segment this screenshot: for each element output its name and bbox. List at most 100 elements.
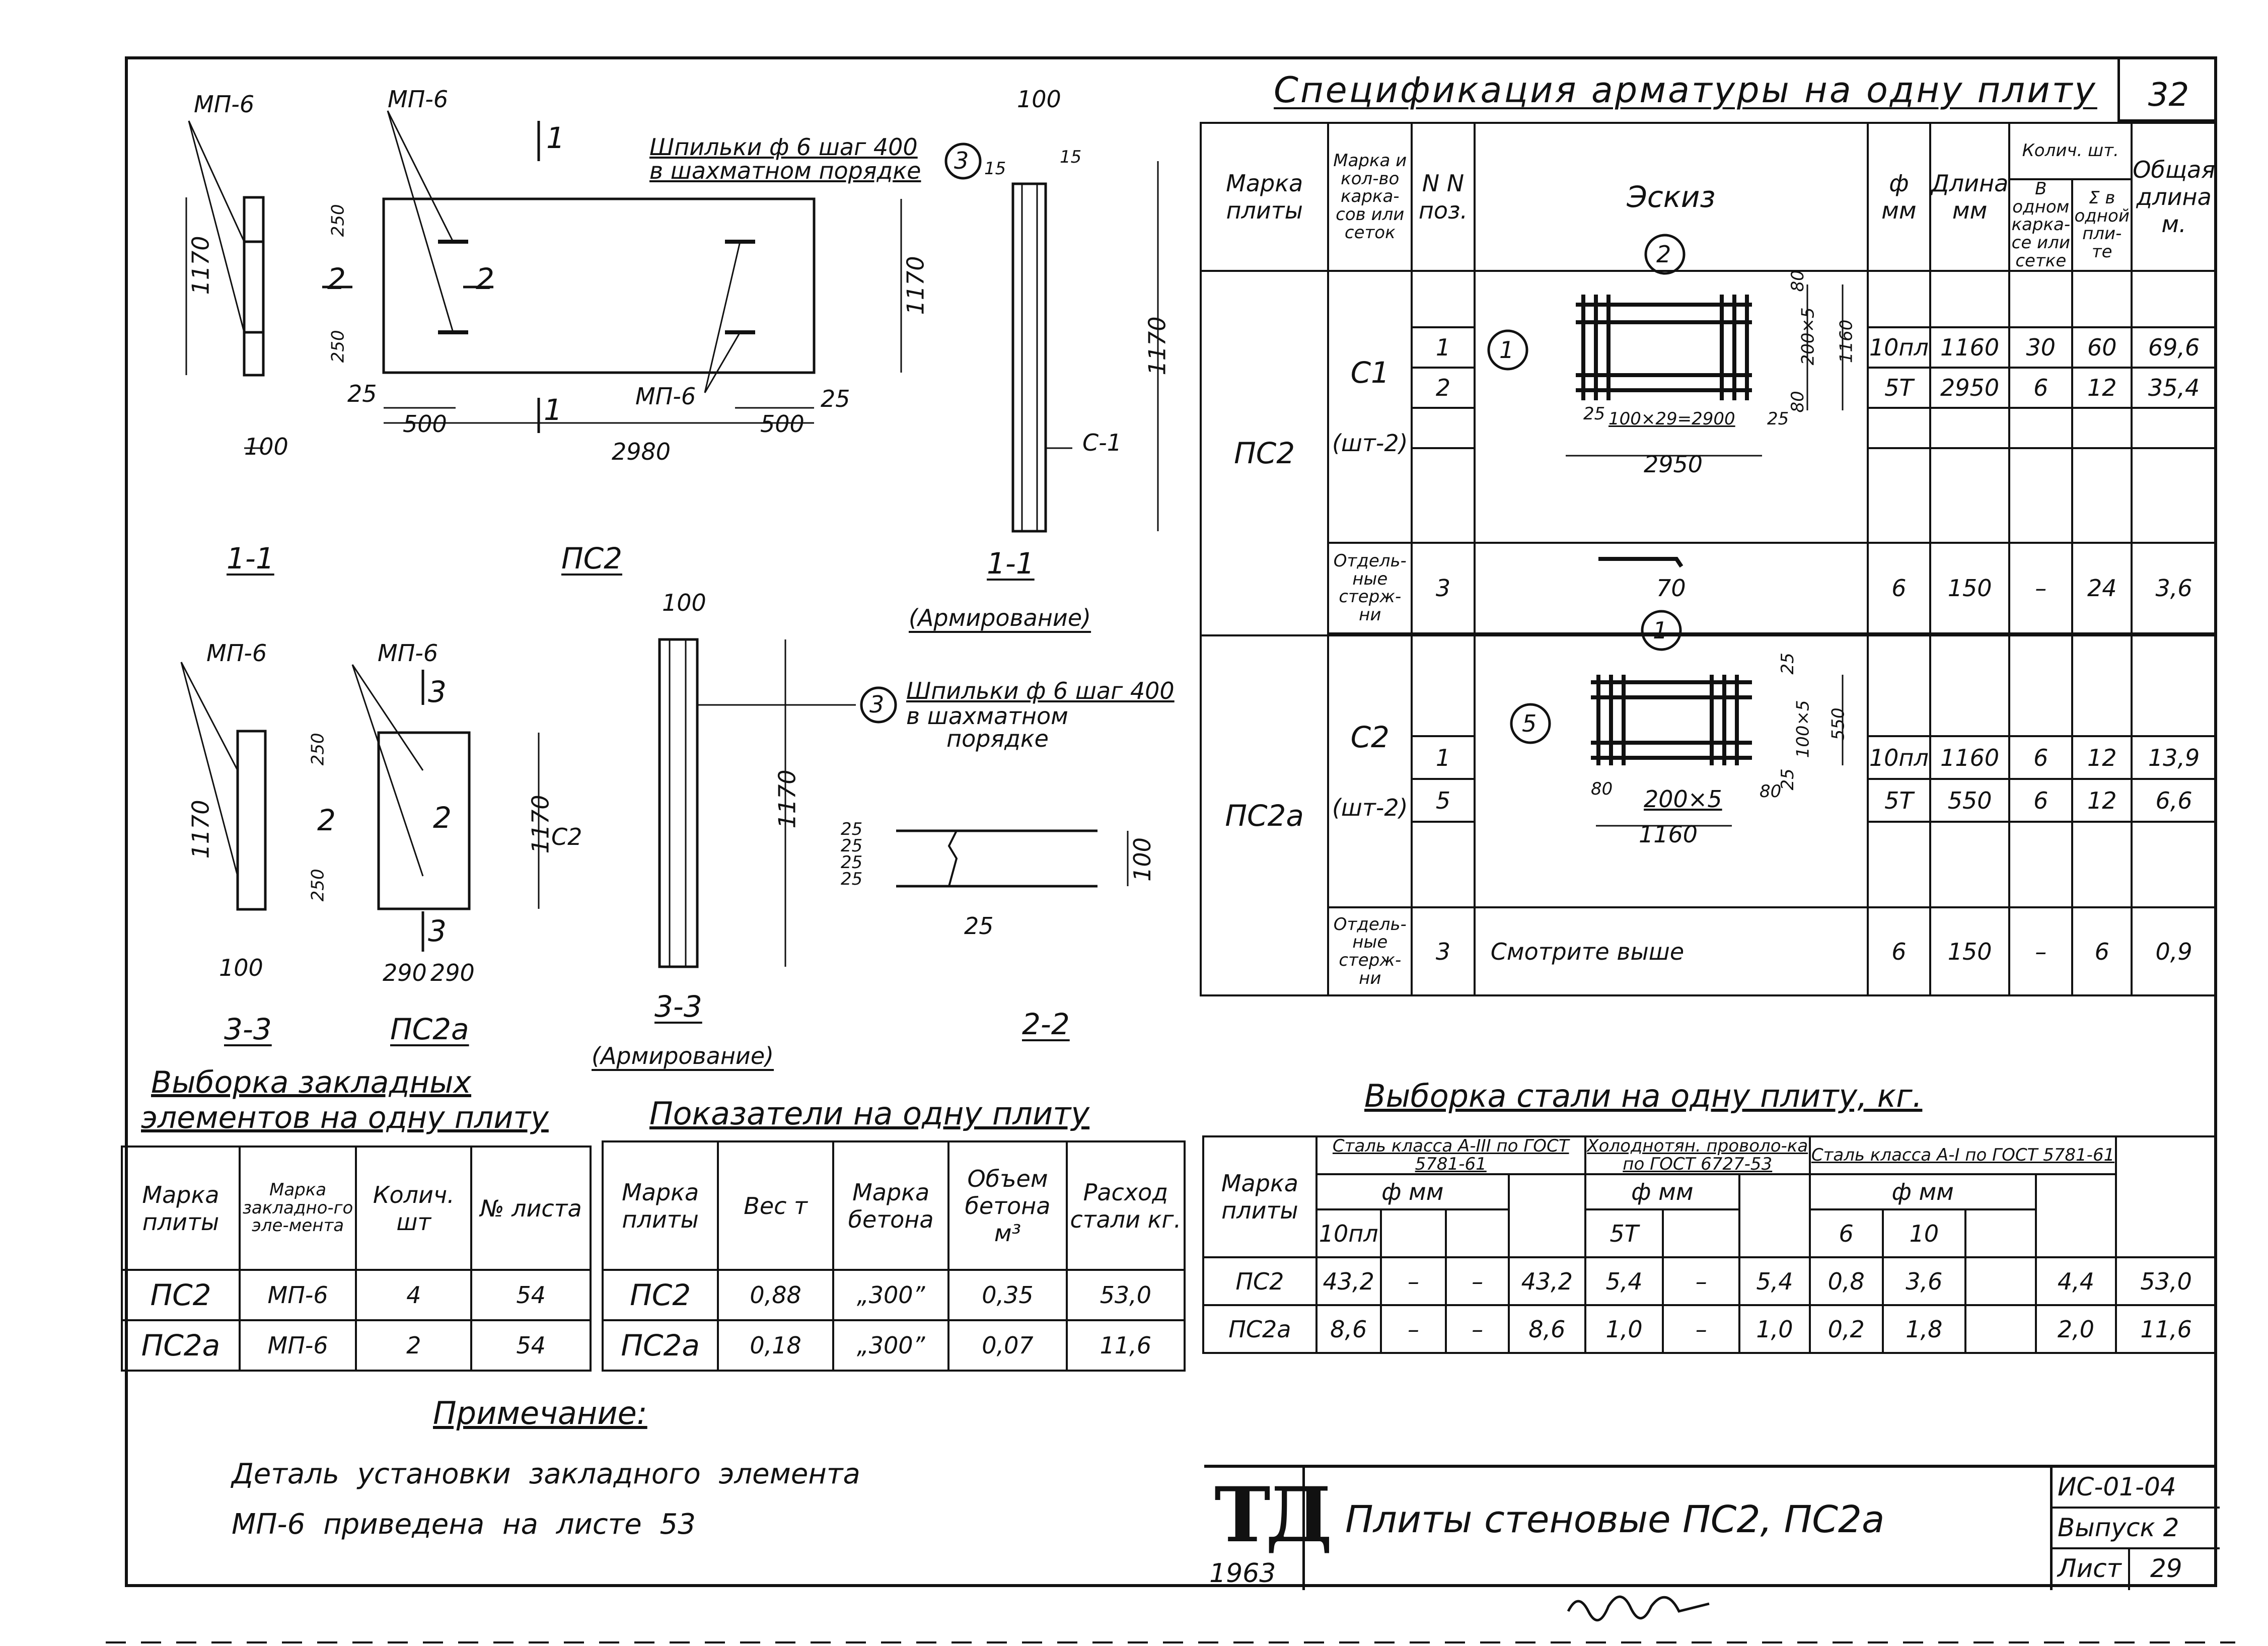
dim-500-b: 500 — [760, 410, 804, 438]
dim-100-b: 100 — [1017, 86, 1061, 113]
steel-sub: 5Т — [1584, 1208, 1664, 1259]
steel-title: Выборка стали на одну плиту, кг. — [1364, 1078, 1923, 1114]
c1-dim-200: 200×5 — [1798, 307, 1818, 366]
spec-sketch-c2 — [1473, 634, 1869, 909]
ind-cell: 0,35 — [947, 1269, 1068, 1321]
stamp-sheet-label: Лист — [2058, 1554, 2121, 1583]
spec-row-total: 35,4 — [2131, 367, 2217, 409]
ind-cell: ПС2 — [601, 1269, 719, 1321]
c1-circ-top: 2 — [1656, 241, 1671, 268]
steel-cell: – — [1379, 1256, 1447, 1307]
title-stamp: ТД 1963 Плиты стеновые ПС2, ПС2а ИС-01-0… — [1204, 1465, 2220, 1590]
steel-cell: 5,4 — [1738, 1256, 1811, 1307]
spec-otdel-v2: 24 — [2071, 542, 2133, 635]
dim-500-a: 500 — [403, 410, 447, 438]
view-pc2a: ПС2а — [390, 1012, 469, 1046]
spec-row-pos: 2 — [1411, 367, 1476, 409]
plan-pc2a-rect — [377, 731, 471, 910]
sheet-number: 32 — [2148, 77, 2189, 114]
dim-250-b: 250 — [328, 330, 348, 363]
spec-otdel2-v2: 6 — [2071, 906, 2133, 997]
c1-dim-overall: 2950 — [1644, 451, 1703, 478]
spilki-note-1b: в шахматном порядке — [649, 157, 921, 184]
steel-cell: 2,0 — [2034, 1304, 2117, 1354]
label-mp6-b: МП-6 — [388, 86, 449, 113]
c2-label: С2 — [551, 823, 582, 850]
view-pc2: ПС2 — [561, 541, 623, 576]
spec-karkas-c2-name: С2 — [1350, 720, 1389, 755]
stamp-title: Плиты стеновые ПС2, ПС2а — [1345, 1498, 1885, 1541]
c1-circ-left: 1 — [1499, 336, 1514, 364]
section-1-1-arm — [1011, 182, 1047, 533]
steel-cell: – — [1662, 1256, 1741, 1307]
stamp-logo: ТД 1963 — [1204, 1468, 1333, 1590]
spec-h-total: Общая длина м. — [2131, 121, 2217, 272]
spec-row-pos: 5 — [1411, 778, 1476, 823]
c2-dim-25b: 25 — [1777, 768, 1798, 791]
dim-250-c: 250 — [308, 733, 328, 766]
sec2-l: 2 — [317, 803, 336, 837]
dim-25-a: 25 — [347, 380, 377, 407]
dim-1170-c: 1170 — [1143, 316, 1171, 376]
steel-cell — [1964, 1304, 2037, 1354]
steel-table: Марка плиты Сталь класса А-III по ГОСТ 5… — [1202, 1135, 2217, 1354]
steel-cell: 53,0 — [2115, 1256, 2217, 1307]
spec-row-phi: 10пл — [1866, 326, 1931, 369]
side-view-rect — [243, 196, 265, 377]
spec-row-v1: 6 — [2008, 735, 2074, 780]
spec-otdel-pos: 3 — [1411, 542, 1476, 635]
dim-25-c: 25 — [964, 912, 994, 940]
spec-row-len: 1160 — [1929, 735, 2011, 780]
dim-25-stack-0: 25 — [841, 819, 863, 839]
dim-15-b: 15 — [984, 159, 1006, 179]
stamp-sheet-no: 29 — [2128, 1549, 2182, 1590]
spec-h-eskiz: Эскиз — [1473, 121, 1869, 272]
embedded-title-1: Выборка закладных — [151, 1065, 472, 1100]
steel-h-phi-3: ф мм — [1808, 1173, 2037, 1211]
spec-otdel2-total: 0,9 — [2131, 906, 2217, 997]
spec-row-total: 6,6 — [2131, 778, 2217, 823]
emb-h-2: Колич. шт — [355, 1146, 473, 1271]
spec-h-len: Длина мм — [1929, 121, 2011, 272]
spec-karkas-c1: С1(шт-2) — [1327, 270, 1413, 544]
steel-cell: 8,6 — [1507, 1304, 1586, 1354]
emb-cell: 54 — [470, 1269, 592, 1321]
spec-h-phi: ф мм — [1866, 121, 1931, 272]
c1-dim-inner: 100×29=2900 — [1608, 409, 1735, 429]
spec-karkas-c1-name: С1 — [1350, 355, 1389, 390]
steel-sub: 10пл — [1315, 1208, 1382, 1259]
emb-cell: 4 — [355, 1269, 473, 1321]
spec-row-phi: 5Т — [1866, 778, 1931, 823]
steel-cell: 4,4 — [2034, 1256, 2117, 1307]
emb-cell: МП-6 — [238, 1269, 357, 1321]
spec-row-phi: 5Т — [1866, 367, 1931, 409]
emb-cell: ПС2а — [121, 1319, 241, 1372]
spec-row-pos: 1 — [1411, 735, 1476, 780]
steel-cell: ПС2а — [1202, 1304, 1318, 1354]
ind-cell: ПС2а — [601, 1319, 719, 1372]
dim-290-a: 290 — [383, 959, 427, 986]
spec-h-karkas: Марка и кол-во карка-сов или сеток — [1327, 121, 1413, 272]
spec-otdel-v1: – — [2008, 542, 2074, 635]
dim-1170-e: 1170 — [527, 795, 554, 854]
stamp-code: ИС-01-04 — [2053, 1468, 2220, 1509]
steel-cell — [1964, 1256, 2037, 1307]
c2-dim-200: 200×5 — [1644, 785, 1722, 813]
dim-1170-a: 1170 — [187, 236, 214, 295]
ind-h-4: Расход стали кг. — [1065, 1140, 1186, 1271]
dim-1170-b: 1170 — [902, 256, 929, 315]
steel-cell: ПС2 — [1202, 1256, 1318, 1307]
emb-cell: МП-6 — [238, 1319, 357, 1372]
ind-cell: 0,07 — [947, 1319, 1068, 1372]
embedded-table: Марка плиты Марка закладно-го эле-мента … — [121, 1146, 592, 1372]
c2-dim-1160: 1160 — [1639, 821, 1698, 848]
circle-3-a: 3 — [954, 147, 969, 174]
note-title: Примечание: — [433, 1395, 647, 1432]
stamp-sheet-row: Лист 29 — [2053, 1549, 2220, 1590]
steel-sub: 10 — [1881, 1208, 1967, 1259]
view-1-1-arm: 1-1 — [987, 546, 1035, 581]
label-mp6-c: МП-6 — [635, 383, 696, 410]
dim-290-b: 290 — [430, 959, 475, 986]
spec-row-v2: 12 — [2071, 778, 2133, 823]
steel-h-marka: Марка плиты — [1202, 1135, 1318, 1259]
